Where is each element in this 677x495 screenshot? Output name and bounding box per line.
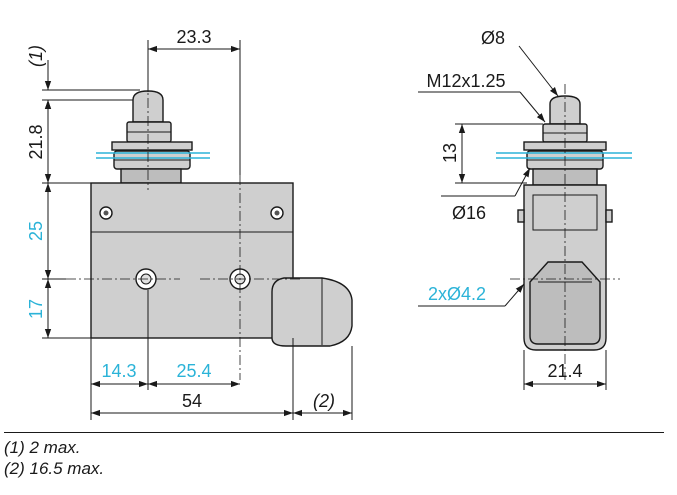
- dim-note2-marker: (2): [313, 391, 335, 411]
- side-view: Ø8 M12x1.25 13 Ø16 2xØ4.2 21.4: [418, 28, 632, 390]
- front-switch-body: [90, 182, 294, 339]
- dim-hole-spacing: 25.4: [176, 361, 211, 381]
- footnote-2: (2) 16.5 max.: [4, 459, 105, 478]
- dim-nut-diameter: Ø16: [452, 203, 486, 223]
- front-neck: [120, 168, 182, 184]
- front-view: 23.3 (1) 21.8 25 17 14.3 25.4 54 (2): [26, 27, 353, 420]
- dim-height-top: 21.8: [26, 124, 46, 159]
- dim-plunger-diameter: Ø8: [481, 28, 505, 48]
- footnotes: (1) 2 max. (2) 16.5 max.: [4, 432, 664, 479]
- dim-thread-length: 13: [440, 143, 460, 163]
- footnote-1: (1) 2 max.: [4, 438, 81, 457]
- dim-note1-marker: (1): [26, 45, 46, 67]
- dim-plunger-offset: 23.3: [176, 27, 211, 47]
- side-body-outline: [532, 194, 598, 231]
- dim-mount-holes: 2xØ4.2: [428, 284, 486, 304]
- dim-thread: M12x1.25: [426, 71, 505, 91]
- front-cable-boot: [271, 277, 353, 347]
- dim-side-width: 21.4: [547, 361, 582, 381]
- front-washer: [111, 141, 193, 151]
- dim-height-body: 25: [26, 221, 46, 241]
- dim-hole-left: 14.3: [101, 361, 136, 381]
- technical-drawing: 23.3 (1) 21.8 25 17 14.3 25.4 54 (2): [26, 27, 632, 420]
- dim-total-width: 54: [182, 391, 202, 411]
- dim-height-lower: 17: [26, 299, 46, 319]
